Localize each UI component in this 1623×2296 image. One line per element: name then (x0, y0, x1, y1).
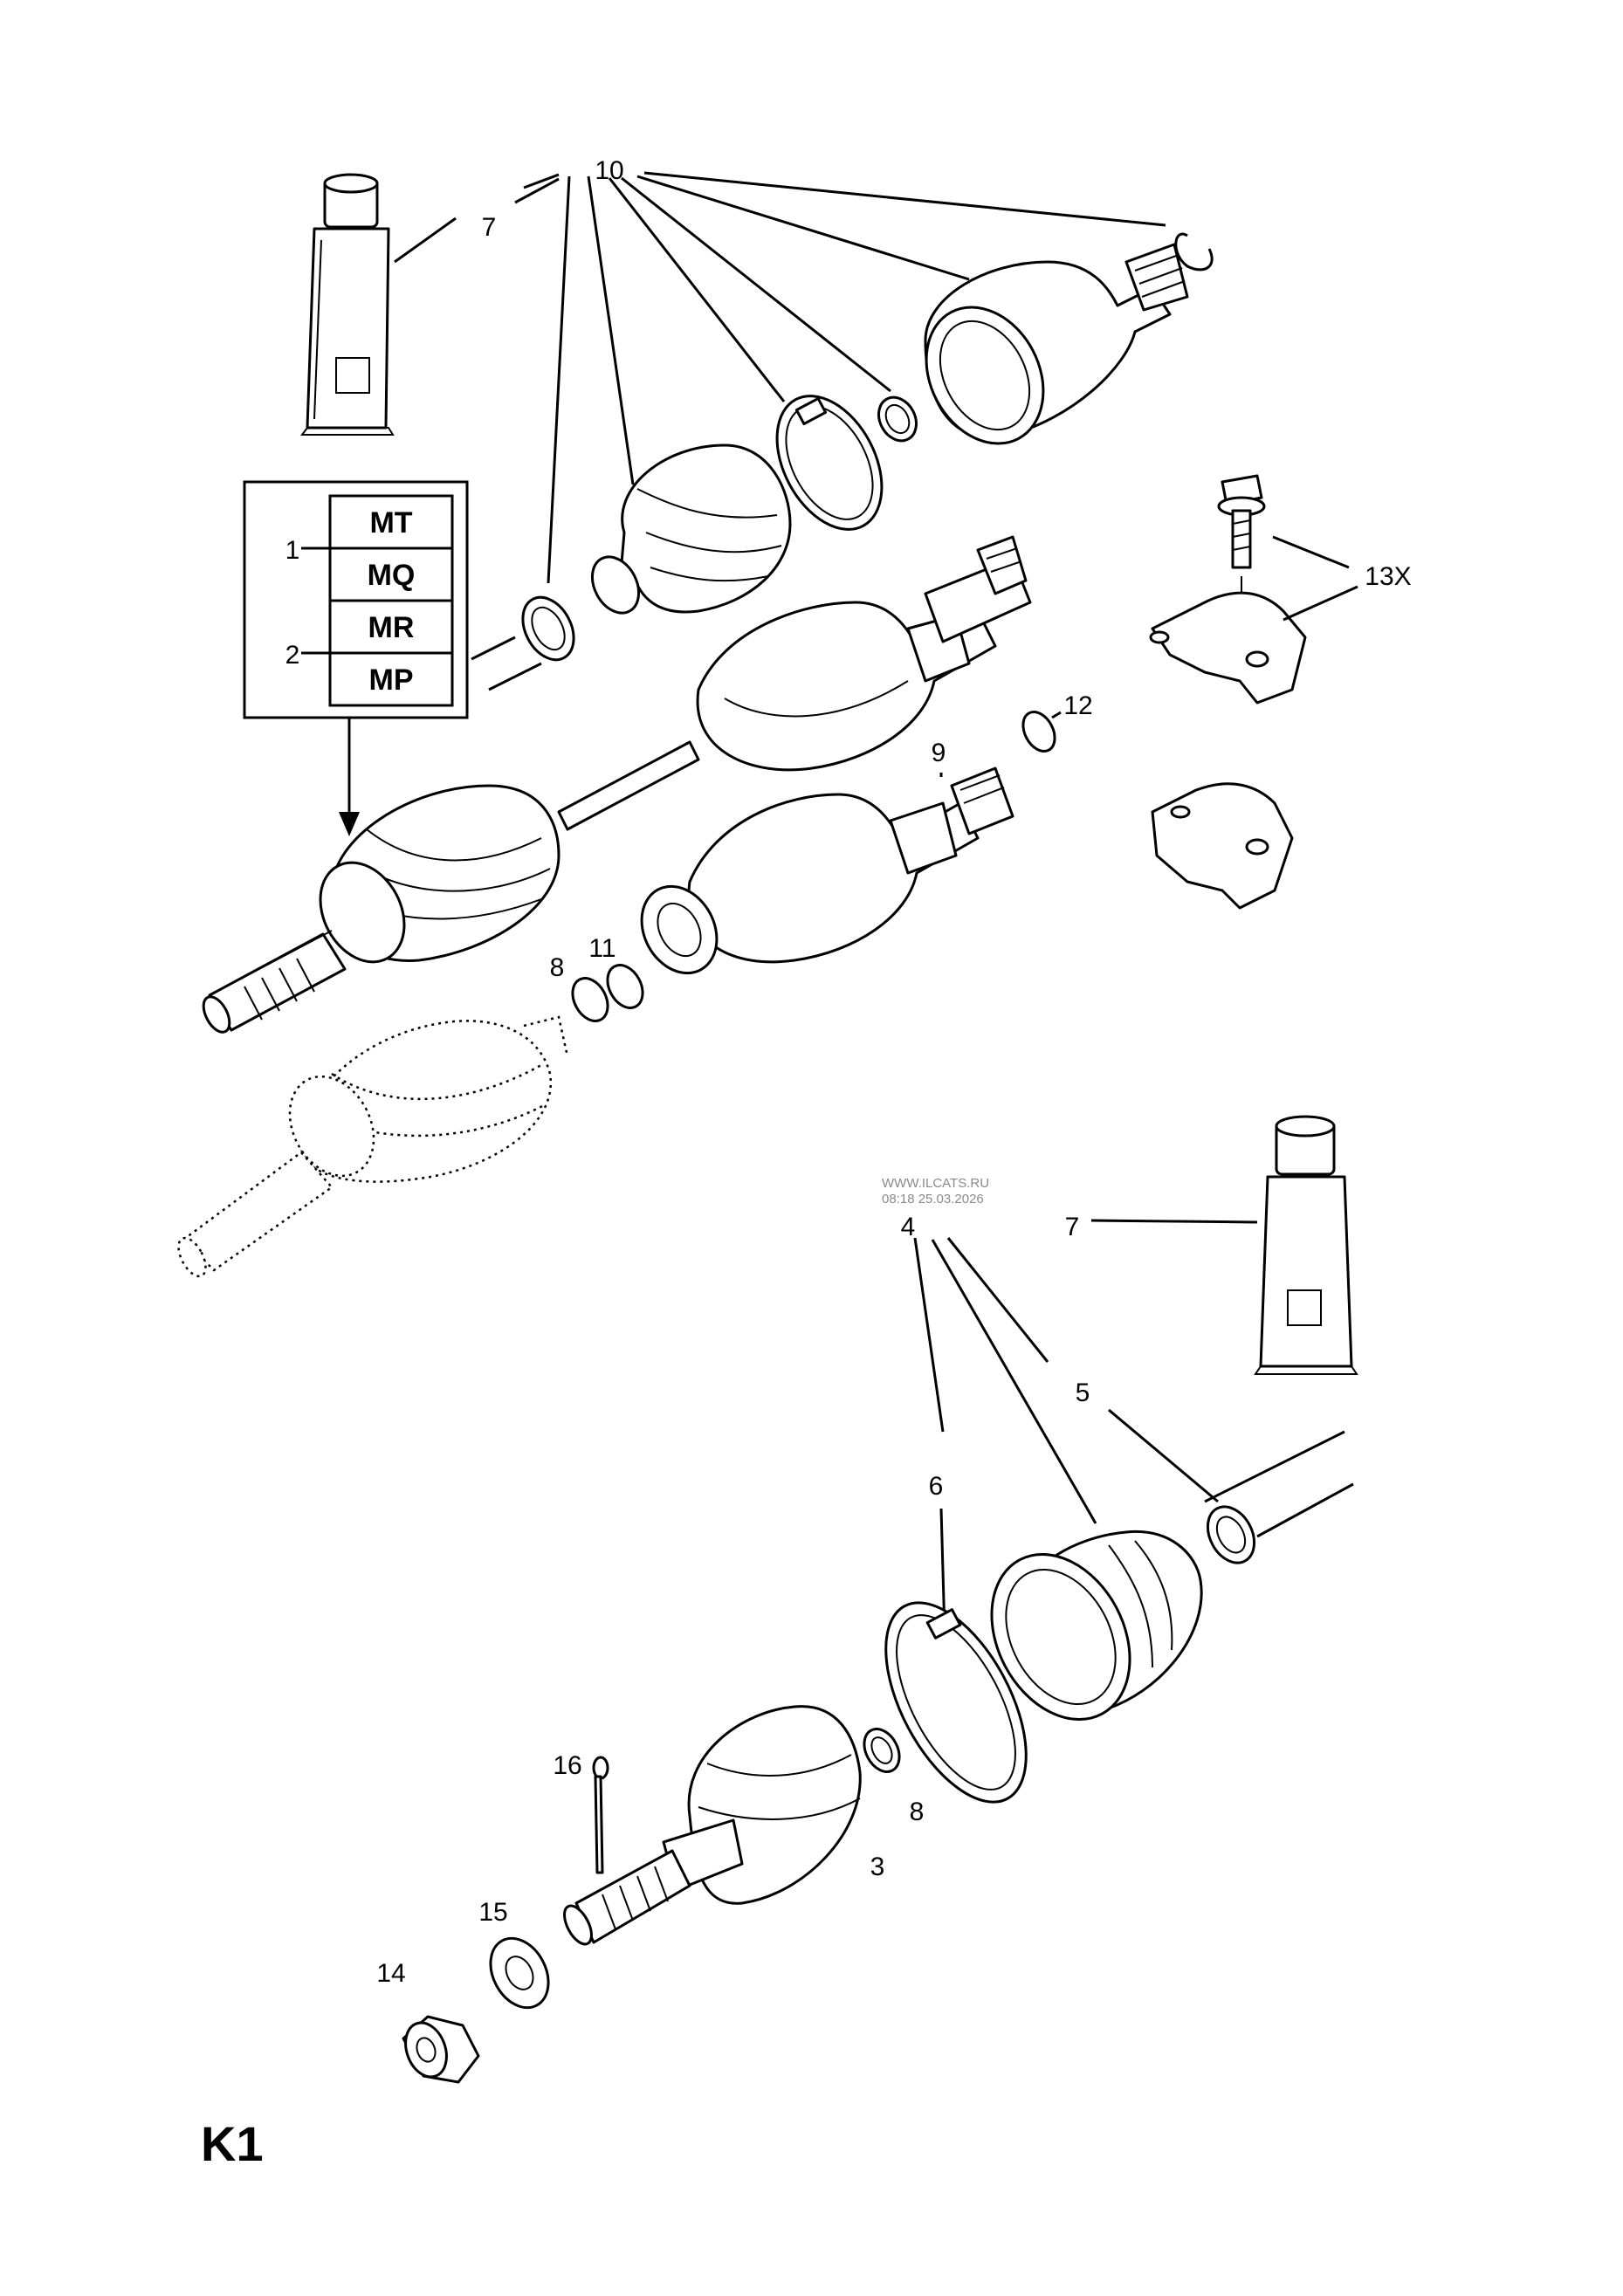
callout-14: 14 (376, 1959, 405, 1988)
callout-7-top: 7 (482, 213, 497, 242)
callout-7-bottom: 7 (1065, 1213, 1080, 1241)
castle-nut-14 (402, 2015, 480, 2084)
cotter-pin-16 (592, 1756, 609, 1874)
callout-4: 4 (901, 1213, 916, 1241)
figure-id: K1 (201, 2116, 264, 2171)
callout-10: 10 (595, 156, 623, 185)
shaft-right (1204, 1430, 1345, 1503)
callout-1: 1 (285, 536, 300, 565)
inner-joint-lower (640, 766, 1014, 975)
watermark-site: WWW.ILCATS.RU (882, 1176, 989, 1191)
cv-joint-3 (563, 1705, 862, 1946)
watermark-time: 08:18 25.03.2026 (882, 1192, 984, 1206)
callout-13x: 13X (1365, 562, 1411, 591)
band-clamp-6 (884, 1601, 1028, 1804)
callout-8-top: 8 (550, 953, 565, 982)
callout-2: 2 (285, 641, 300, 670)
driveshaft-assembly (202, 535, 1032, 1034)
callout-16: 16 (553, 1751, 581, 1780)
circlip-8-bottom (863, 1728, 901, 1773)
leaders-10 (523, 171, 1166, 584)
variant-code-mr: MR (368, 611, 415, 644)
outer-boot-bottom (990, 1530, 1203, 1722)
circlip-12 (1021, 711, 1056, 753)
callout-15: 15 (478, 1898, 507, 1927)
callout-8-bottom: 8 (910, 1798, 925, 1826)
variant-code-mt: MT (369, 506, 412, 540)
callout-3: 3 (870, 1853, 885, 1881)
inner-boot-upper (590, 443, 792, 615)
clamp-bracket-lower (1151, 782, 1294, 910)
callout-6: 6 (929, 1472, 944, 1501)
circlips-8-11 (571, 964, 644, 1022)
band-clamp-upper (775, 395, 884, 531)
clip-5 (1206, 1505, 1256, 1564)
callout-5: 5 (1076, 1378, 1090, 1407)
bolt-13x (1217, 474, 1266, 594)
outer-boot-upper (924, 243, 1189, 445)
callout-9: 9 (932, 739, 946, 767)
clip-left-upper (521, 595, 575, 662)
variant-code-mq: MQ (368, 559, 416, 592)
small-clip-upper (877, 395, 918, 443)
callout-11: 11 (588, 934, 616, 963)
variant-code-mp: MP (369, 663, 414, 697)
ghost-driveshaft (177, 1015, 569, 1278)
circlip-top-right (1174, 232, 1214, 272)
grease-tube-top (300, 173, 395, 436)
grease-tube-bottom (1254, 1115, 1358, 1375)
clamp-bracket-upper (1149, 591, 1307, 705)
variant-table (243, 480, 469, 836)
washer-15 (489, 1936, 550, 2010)
callout-12: 12 (1063, 691, 1092, 720)
